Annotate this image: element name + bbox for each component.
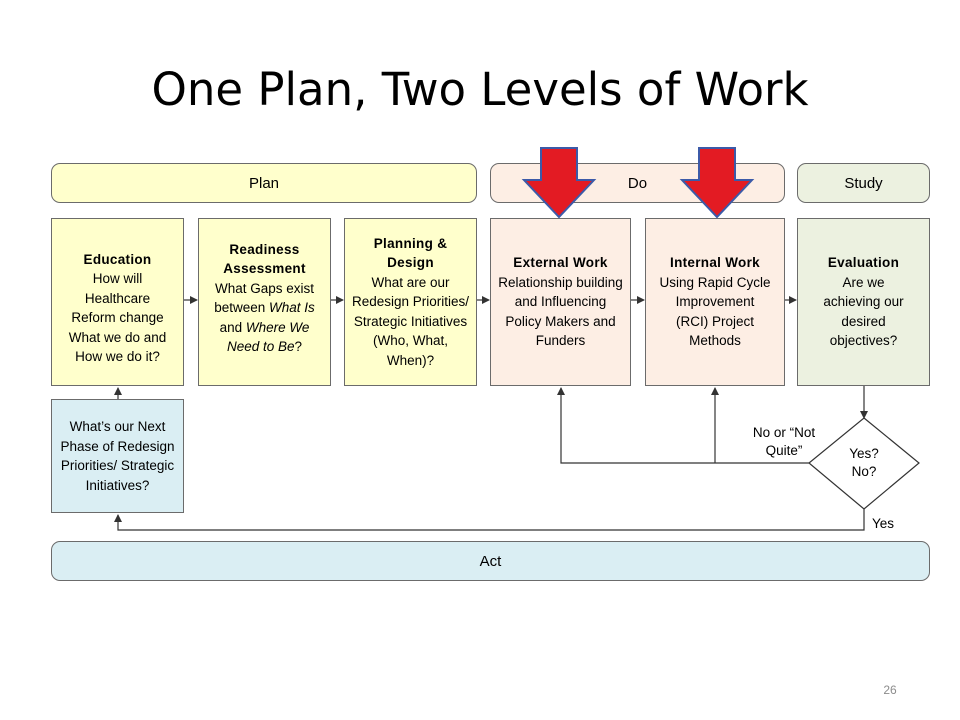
internal-work-box: Internal Work Using Rapid Cycle Improvem…: [645, 218, 785, 386]
readiness-line: between What Is: [214, 300, 315, 315]
plan-phase-label: Plan: [248, 174, 280, 192]
planning-heading: Planning & Design: [373, 235, 448, 271]
internal-text: Using Rapid Cycle Improvement (RCI) Proj…: [659, 274, 771, 349]
planning-text: What are our Redesign Priorities/ Strate…: [351, 274, 470, 368]
do-phase-label: Do: [627, 174, 648, 192]
education-line: Reform change: [71, 310, 164, 325]
internal-heading: Internal Work: [670, 255, 760, 271]
external-text: Relationship building and Influencing Po…: [498, 274, 623, 349]
decision-text: Yes? No?: [849, 446, 879, 479]
education-line: What we do and: [68, 329, 167, 345]
study-phase-label: Study: [844, 174, 883, 192]
no-not-quite-label: No or “Not Quite”: [752, 425, 816, 458]
education-heading: Education: [83, 251, 152, 267]
evaluation-heading: Evaluation: [827, 255, 900, 271]
study-phase-bar: Study: [797, 163, 930, 203]
readiness-line: Need to Be?: [226, 339, 303, 354]
next-phase-box: What’s our Next Phase of Redesign Priori…: [51, 399, 184, 513]
yes-label: Yes: [872, 516, 895, 531]
readiness-line: What Gaps exist: [214, 280, 315, 296]
next-phase-text: What’s our Next Phase of Redesign Priori…: [60, 419, 175, 493]
readiness-line: and Where We: [219, 319, 310, 335]
external-heading: External Work: [513, 255, 608, 271]
education-line: Healthcare: [84, 290, 151, 306]
education-line: How we do it?: [75, 349, 160, 364]
highlight-arrow-external: [521, 147, 597, 219]
act-phase-bar: Act: [51, 541, 930, 581]
evaluation-text: Are we achieving our desired objectives?: [823, 274, 904, 349]
page-number: 26: [883, 683, 897, 697]
education-box: Education How will Healthcare Reform cha…: [51, 218, 184, 386]
connector-yes-loop: [114, 509, 865, 531]
education-line: How will: [92, 271, 143, 286]
connector-no-loop: [557, 387, 809, 464]
slide-title: One Plan, Two Levels of Work: [151, 63, 809, 116]
planning-design-box: Planning & Design What are our Redesign …: [344, 218, 477, 386]
external-work-box: External Work Relationship building and …: [490, 218, 631, 386]
readiness-box: Readiness Assessment What Gaps exist bet…: [198, 218, 331, 386]
evaluation-box: Evaluation Are we achieving our desired …: [797, 218, 930, 386]
plan-phase-bar: Plan: [51, 163, 477, 203]
act-phase-label: Act: [479, 552, 502, 570]
decision-diamond: [808, 417, 920, 510]
highlight-arrow-internal: [679, 147, 755, 219]
readiness-heading: Readiness Assessment: [223, 241, 306, 277]
